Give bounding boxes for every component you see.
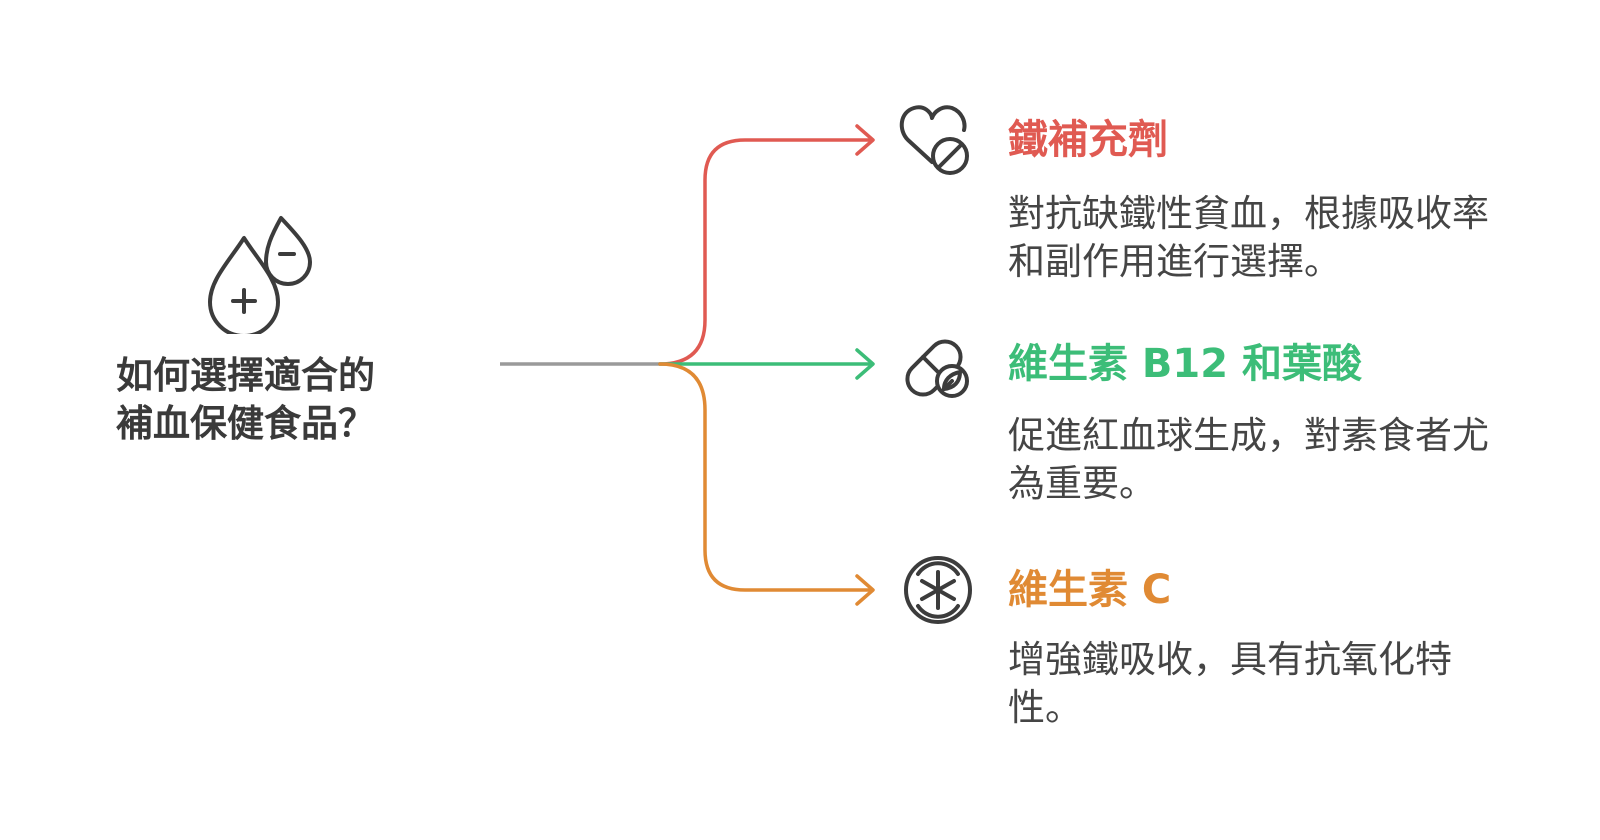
branch-desc-vitamin-c: 增強鐵吸收，具有抗氧化特 性。	[1008, 638, 1452, 729]
branch-title-iron: 鐵補充劑	[1008, 117, 1168, 163]
root-question-title: 如何選擇適合的 補血保健食品？	[116, 354, 375, 445]
branch-line-iron	[658, 138, 874, 366]
arrowhead-b12	[855, 348, 875, 380]
branch-line-vitamin-c	[658, 362, 874, 592]
branch-title-b12: 維生素 B12 和葉酸	[1008, 341, 1363, 387]
capsule-leaf-icon	[898, 326, 978, 406]
blood-drops-icon	[196, 204, 326, 338]
arrowhead-vitamin-c	[855, 574, 875, 606]
branch-title-vitamin-c: 維生素 C	[1008, 567, 1172, 613]
citrus-slice-icon	[898, 552, 978, 632]
heart-pill-icon	[898, 100, 978, 180]
arrowhead-iron	[855, 124, 875, 156]
branch-desc-b12: 促進紅血球生成，對素食者尤 為重要。	[1008, 414, 1489, 505]
branch-desc-iron: 對抗缺鐵性貧血，根據吸收率 和副作用進行選擇。	[1008, 192, 1489, 283]
